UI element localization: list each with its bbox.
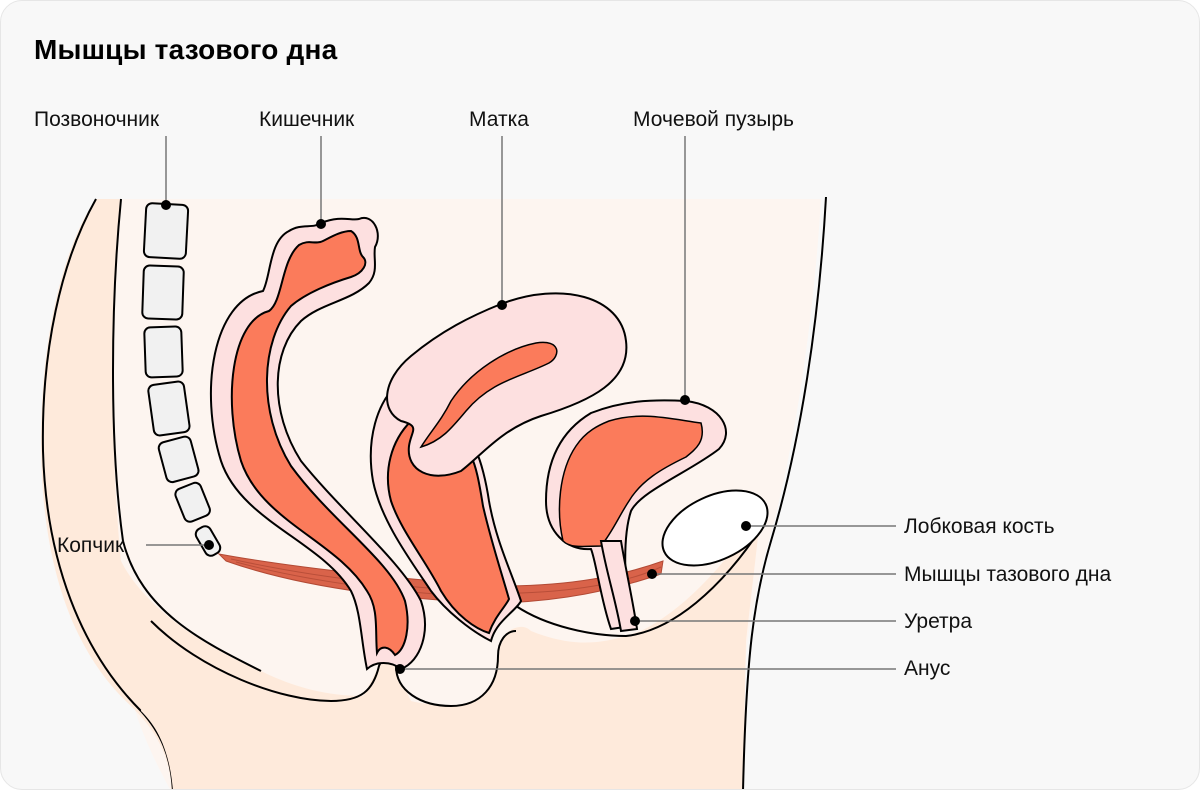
label-intestine: Кишечник <box>259 108 355 131</box>
page-title: Мышцы тазового дна <box>34 34 338 65</box>
label-coccyx: Копчик <box>57 534 125 557</box>
label-spine: Позвоночник <box>34 108 160 131</box>
vulva-curve <box>515 520 767 638</box>
bladder-lumen <box>558 415 703 548</box>
label-bladder: Мочевой пузырь <box>633 108 794 131</box>
label-pubic-bone: Лобковая кость <box>904 515 1055 538</box>
leader-lines <box>146 136 896 670</box>
label-anus: Анус <box>904 657 951 680</box>
label-urethra: Уретра <box>904 610 973 633</box>
vagina-lumen <box>387 419 511 635</box>
perineum-skin <box>141 511 761 789</box>
back-outline <box>41 198 174 789</box>
anchor-dots <box>161 200 751 674</box>
back-body-skin <box>41 199 401 789</box>
pubic-bone <box>661 489 769 567</box>
front-outline <box>742 196 827 789</box>
spine-channel-line <box>112 198 262 672</box>
label-uterus: Матка <box>469 108 529 131</box>
vertebrae <box>141 202 222 557</box>
uterus-cavity <box>419 341 558 449</box>
rectum-lumen <box>230 229 409 657</box>
urethra <box>599 540 639 633</box>
label-pelvic-floor-muscles: Мышцы тазового дна <box>904 563 1112 586</box>
